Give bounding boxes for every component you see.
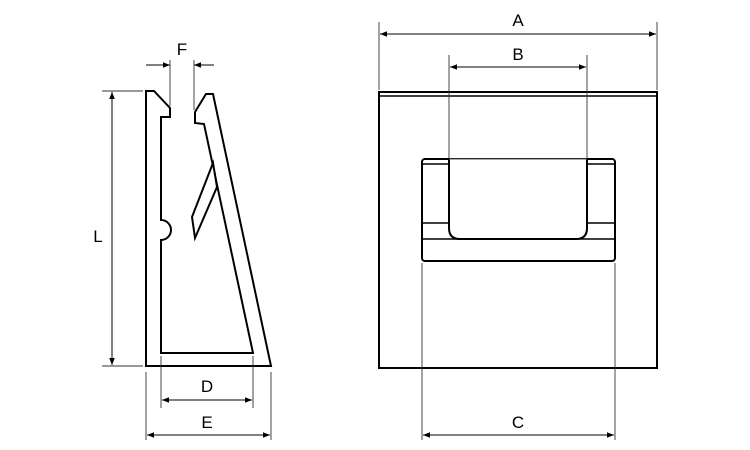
side-profile-outline (145, 90, 273, 367)
dimension-D: D (160, 356, 254, 408)
dimension-label-C: C (512, 413, 524, 432)
dimension-label-F: F (177, 40, 187, 59)
side-fin (190, 159, 219, 242)
dimension-B: B (448, 45, 588, 158)
dimension-label-A: A (512, 11, 524, 30)
side-view: L F D E (93, 40, 273, 440)
dimension-L: L (93, 90, 143, 367)
dimension-label-B: B (512, 45, 523, 64)
center-tab (448, 159, 588, 240)
dimension-label-L: L (93, 227, 102, 246)
dimension-label-D: D (201, 377, 213, 396)
dimension-F: F (146, 40, 214, 110)
dimension-label-E: E (201, 413, 212, 432)
dimension-A: A (378, 11, 658, 90)
dimension-C: C (421, 263, 616, 440)
dimension-E: E (145, 372, 272, 440)
front-view: A B C (378, 11, 658, 440)
